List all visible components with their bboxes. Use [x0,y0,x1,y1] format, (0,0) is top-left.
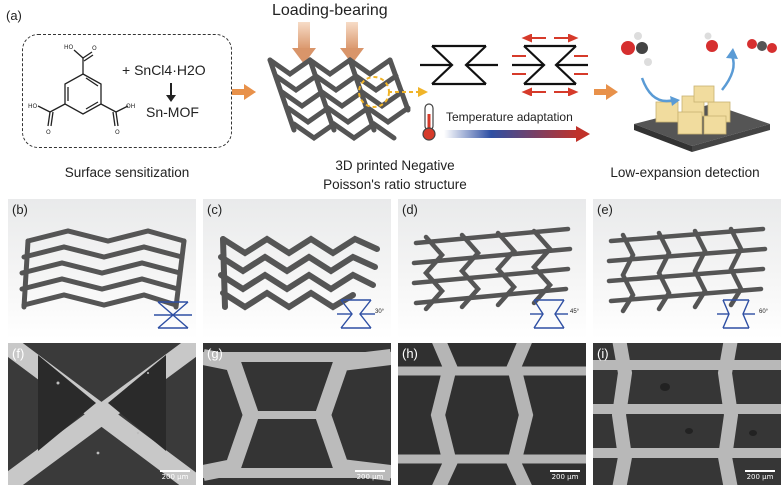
svg-text:HO: HO [64,44,74,51]
panel-a-label: (a) [6,8,22,23]
thermometer-icon [422,103,436,141]
angle-label-c: 30° [375,309,385,315]
lattice-render-c [218,235,380,311]
unit-cell-schematic [420,44,498,86]
angle-label-e: 60° [759,309,769,315]
loading-bearing-label: Loading-bearing [272,2,388,19]
product-text: Sn-MOF [146,104,199,120]
caption-surface-sensitization: Surface sensitization [64,165,190,180]
sem-image-h [398,343,586,485]
sem-image-i [593,343,781,485]
sem-panel-f: (f) 200 μm [8,343,196,485]
flow-arrow-2 [594,84,618,100]
lattice-render-d [411,226,573,312]
btc-molecule: HO O HO O OH O [28,44,135,136]
sem-panel-g: (g) 200 μm [203,343,391,485]
sem-panel-i: (i) 200 μm [593,343,781,485]
render-panel-label: (d) [402,202,418,217]
temperature-adaptation-label: Temperature adaptation [446,110,573,124]
caption-npr-structure: 3D printed Negative Poisson's ratio stru… [300,156,490,194]
caption-npr-line2: Poisson's ratio structure [323,177,467,192]
scale-bar-g: 200 μm [355,470,385,481]
svg-text:O: O [92,45,97,52]
zoom-dashed-arrow [388,87,428,97]
unit-cell-icon-e [717,299,755,329]
gas-sensor-illustration [621,32,777,152]
sensitization-box [22,34,232,148]
scale-bar-h: 200 μm [550,470,580,481]
scale-bar-i: 200 μm [745,470,775,481]
sem-image-f [8,343,196,485]
unit-cell-deformed-schematic [512,34,588,96]
sem-image-g [203,343,391,485]
reaction-arrow-head [166,95,176,102]
sem-panel-label: (g) [207,346,223,361]
svg-text:HO: HO [28,103,38,110]
sem-panel-label: (h) [402,346,418,361]
render-panel-label: (b) [12,202,28,217]
lattice-render-e [606,226,768,314]
render-panel-label: (e) [597,202,613,217]
sem-panel-label: (f) [12,346,25,361]
sem-panel-h: (h) 200 μm [398,343,586,485]
render-panel-label: (c) [207,202,223,217]
svg-text:O: O [46,129,51,136]
svg-text:O: O [115,129,120,136]
sem-panel-label: (i) [597,346,609,361]
angle-label-d: 45° [570,309,580,315]
lattice-render-b [19,228,187,310]
scale-bar-f: 200 μm [160,470,190,481]
reaction-arrow-shaft [170,83,172,97]
caption-low-expansion: Low-expansion detection [610,165,760,180]
unit-cell-icon-c [337,299,375,329]
unit-cell-icon-d [530,299,568,329]
flow-arrow-1 [232,84,256,100]
render-panel-d: (d) 45° [398,199,586,339]
reagent-text: + SnCl4·H2O [122,62,206,78]
render-panel-c: (c) 30° [203,199,391,339]
unit-cell-icon-b [154,301,192,329]
temperature-gradient-arrow [444,126,590,142]
caption-npr-line1: 3D printed Negative [335,158,455,173]
svg-text:OH: OH [126,103,135,110]
load-arrows [292,22,364,64]
render-panel-e: (e) 60° [593,199,781,339]
npr-lattice-3d [267,56,411,142]
render-panel-b: (b) [8,199,196,339]
